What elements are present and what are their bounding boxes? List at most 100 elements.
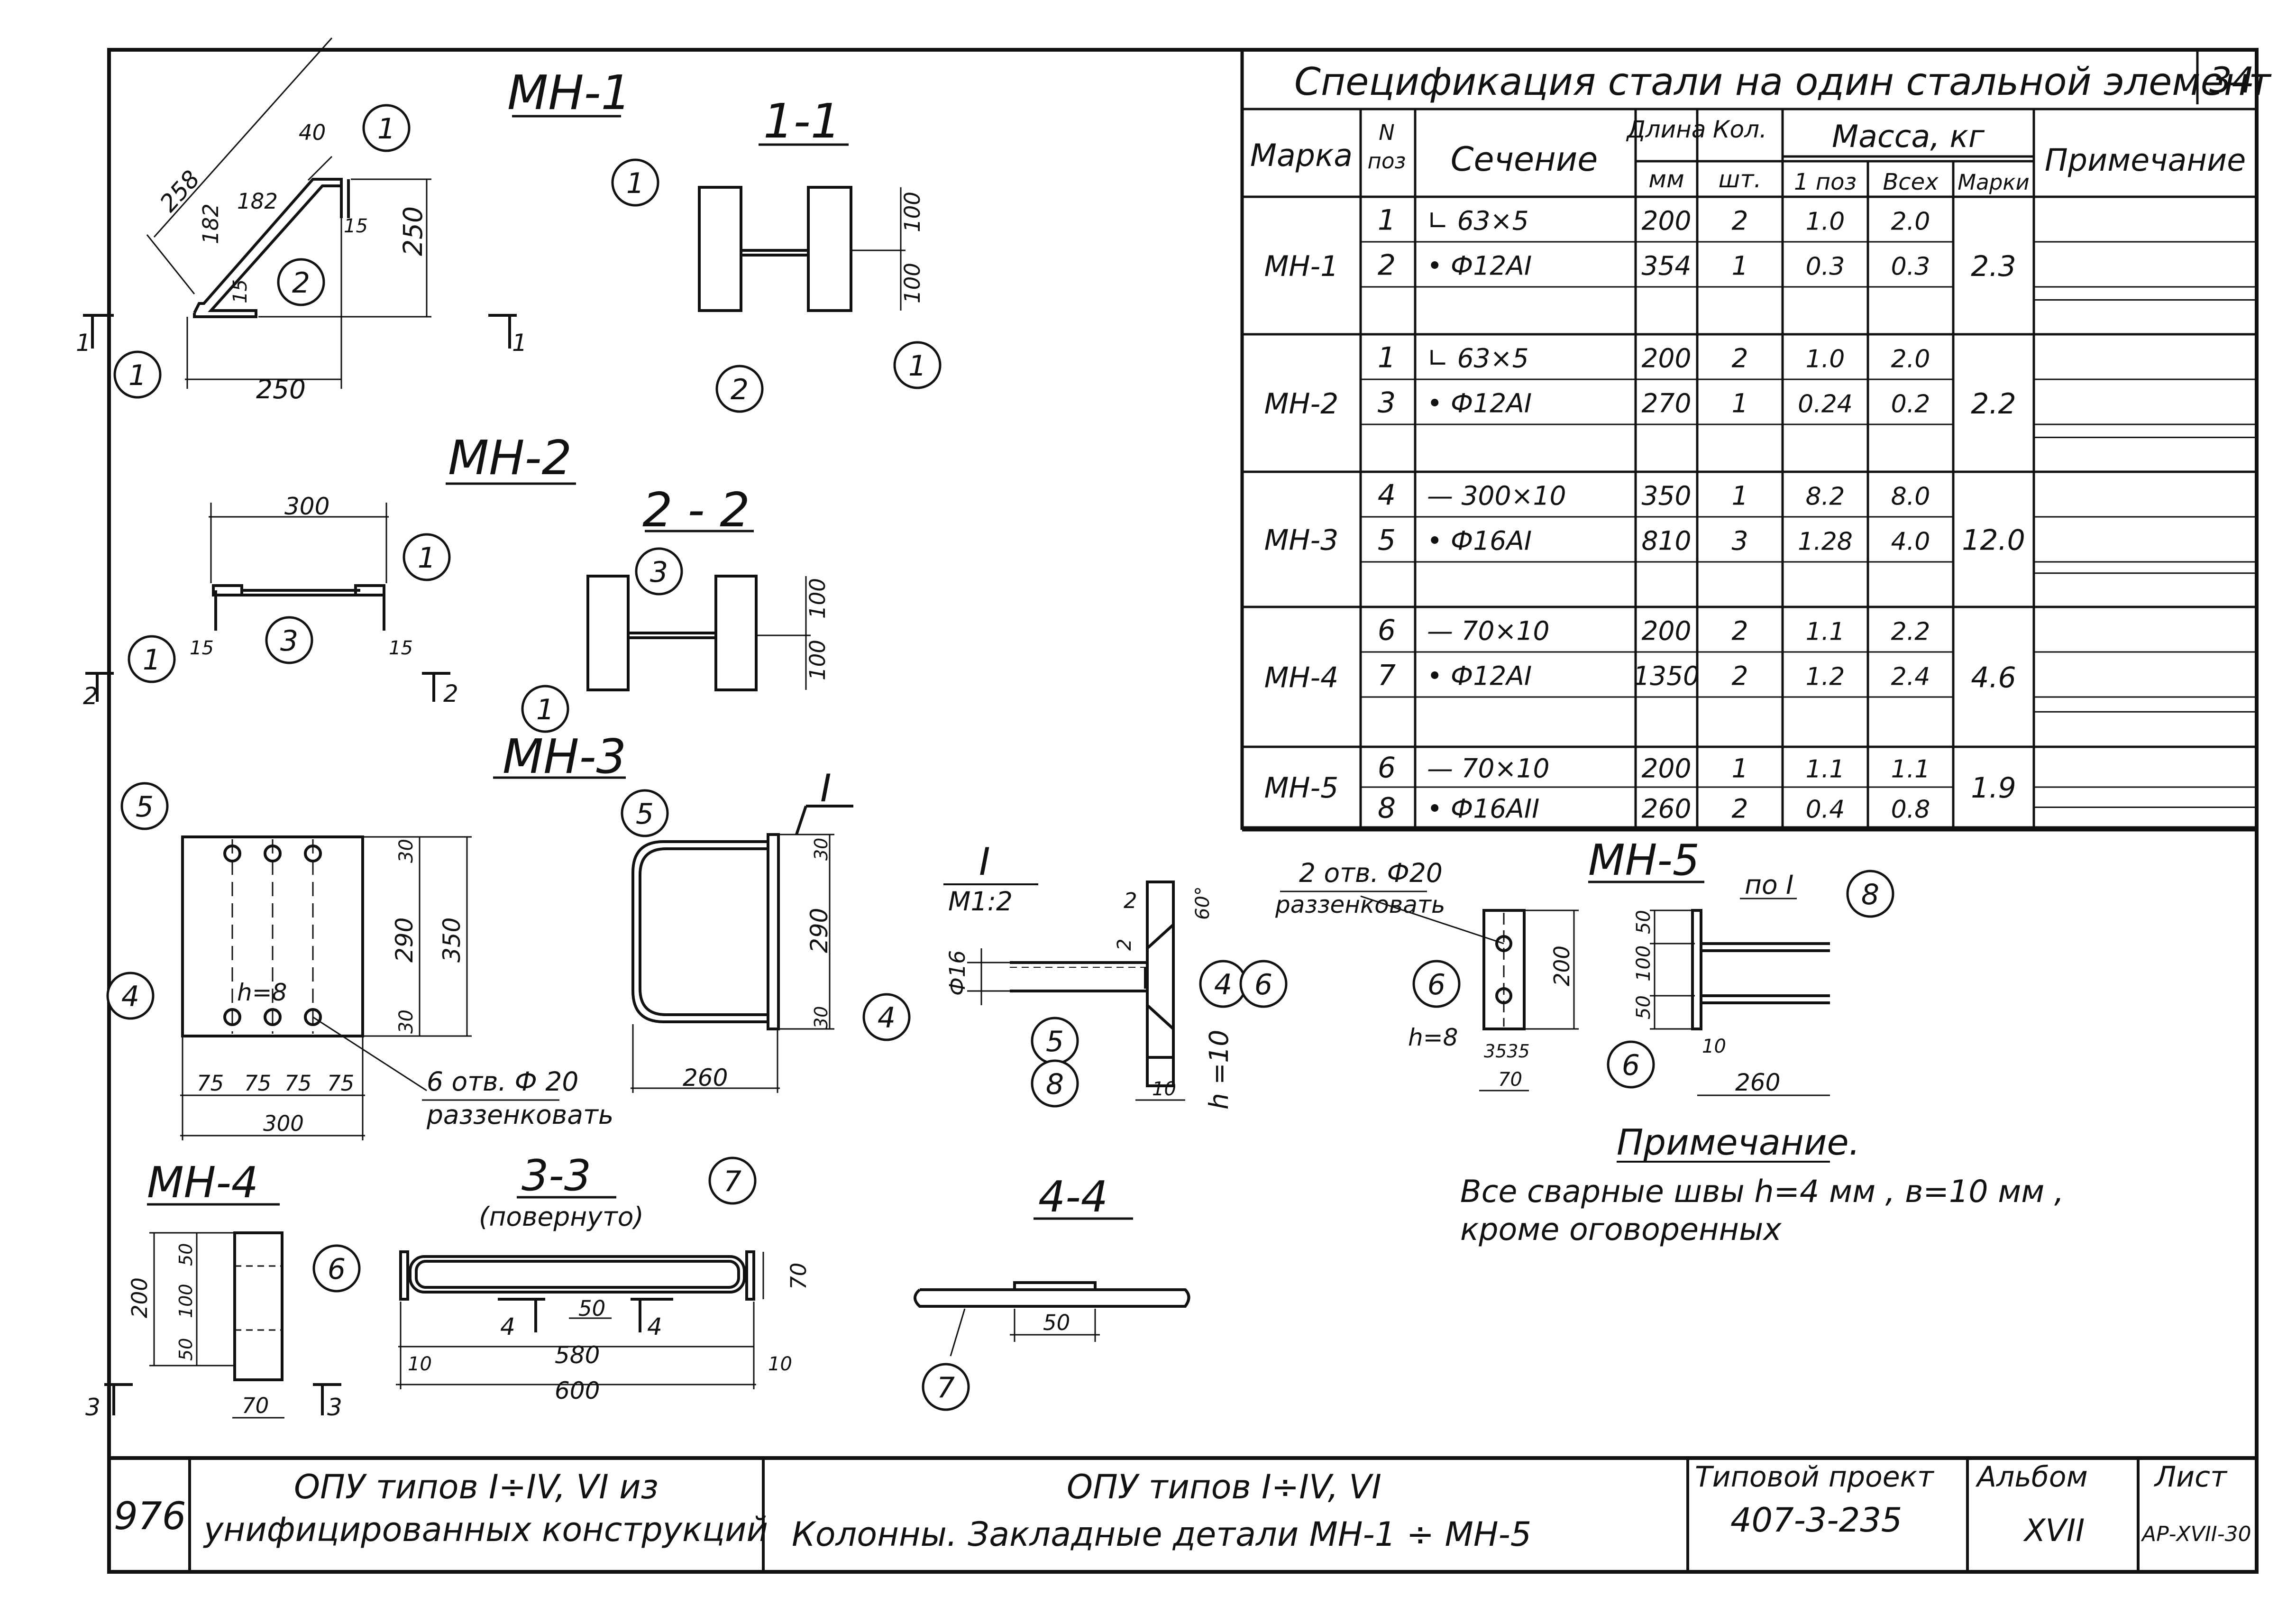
spec-mass-one: 0.3 [1806, 253, 1845, 281]
callout-circle [611, 158, 659, 207]
sheet-number: АР-XVII-30 [2140, 1522, 2251, 1546]
svg-text:М1:2: М1:2 [948, 886, 1013, 917]
svg-text:250: 250 [256, 374, 306, 404]
spec-mass-one: 1.0 [1806, 208, 1845, 236]
svg-text:260: 260 [683, 1064, 728, 1092]
svg-text:290: 290 [391, 918, 418, 963]
svg-text:100: 100 [900, 263, 925, 303]
svg-text:раззенковать: раззенковать [426, 1100, 613, 1130]
note-line-1: Все сварные швы h=4 мм , в=10 мм , [1460, 1174, 2064, 1210]
spec-length: 200 [1642, 753, 1692, 784]
spec-length: 354 [1642, 251, 1692, 281]
callout-number: 6 [1622, 1049, 1640, 1082]
header-pos-top: N [1379, 120, 1395, 145]
svg-text:по I: по I [1745, 870, 1793, 900]
mn3-view [180, 776, 626, 1140]
mn4-labels: МН-4 50 100 50 200 70 3 3 [85, 1158, 342, 1421]
callout-number: 8 [1046, 1068, 1064, 1101]
callout-circle [1412, 960, 1461, 1008]
svg-text:1: 1 [76, 329, 91, 357]
section-1-1-labels: 1-1 100 100 [763, 93, 925, 303]
mn5-labels: МН-5 2 отв. Ф20 раззенковать по I h=8 20… [1275, 835, 1793, 1096]
detail-I-title: I [979, 840, 990, 884]
svg-text:50: 50 [1043, 1310, 1070, 1335]
header-mass-all: Всех [1883, 169, 1939, 195]
spec-length: 810 [1642, 526, 1692, 556]
callout-circle [621, 789, 669, 837]
mn3-side-labels: I 30 290 30 260 [683, 766, 833, 1092]
callout-number: 8 [1861, 878, 1879, 911]
callout-number: 7 [937, 1371, 955, 1404]
header-qty-bottom: шт. [1719, 165, 1762, 193]
section-2-2 [586, 530, 811, 691]
callout-number: 4 [121, 980, 139, 1013]
callout-circle [521, 685, 569, 733]
spec-qty: 2 [1732, 343, 1748, 374]
spec-mark: МН-5 [1264, 771, 1339, 805]
callout-number: 7 [723, 1165, 741, 1198]
spec-qty: 2 [1732, 616, 1748, 646]
callout-circle [120, 782, 169, 830]
callout-number: 1 [377, 112, 395, 146]
spec-length: 1350 [1633, 661, 1700, 691]
spec-mass-one: 0.24 [1798, 390, 1853, 419]
note-title: Примечание. [1617, 1121, 1860, 1163]
callout-circle [312, 1244, 361, 1293]
header-mark: Марка [1250, 138, 1353, 174]
callout-number: 1 [128, 359, 146, 392]
spec-mass-all: 2.2 [1891, 618, 1930, 646]
svg-text:50: 50 [175, 1338, 196, 1361]
svg-text:3: 3 [327, 1394, 342, 1421]
spec-title: Спецификация стали на один стальной элем… [1294, 60, 2272, 104]
svg-text:40: 40 [299, 120, 326, 145]
spec-mass-all: 0.8 [1891, 796, 1930, 824]
callout-circle [708, 1156, 757, 1205]
svg-text:3535: 3535 [1484, 1041, 1530, 1062]
spec-section: ∟ 63×5 [1427, 343, 1529, 374]
svg-text:260: 260 [1735, 1069, 1780, 1096]
callout-number: 3 [650, 556, 668, 589]
spec-pos: 1 [1378, 204, 1396, 237]
mn3-title: МН-3 [503, 729, 626, 784]
mn1-title: МН-1 [507, 65, 631, 120]
svg-text:6 отв. Ф 20: 6 отв. Ф 20 [427, 1066, 578, 1097]
spec-mass-one: 1.1 [1806, 618, 1845, 646]
mn2-labels: МН-2 300 15 15 2 2 [83, 430, 572, 710]
mn5-title: МН-5 [1588, 835, 1700, 885]
svg-text:200: 200 [1549, 945, 1574, 986]
callout-circle [113, 350, 162, 399]
spec-section: — 70×10 [1427, 753, 1550, 784]
spec-mass-one: 1.2 [1806, 663, 1845, 691]
svg-text:15: 15 [389, 637, 413, 659]
specification-table [1240, 50, 2257, 832]
section-2-2-labels: 2 - 2 100 100 [642, 482, 830, 680]
spec-qty: 1 [1732, 753, 1748, 784]
svg-text:50: 50 [1633, 910, 1655, 934]
spec-section: • Ф12АI [1427, 251, 1532, 281]
svg-text:75: 75 [284, 1071, 311, 1096]
section-4-4-labels: 4-4 50 [1038, 1172, 1108, 1335]
svg-text:182: 182 [237, 189, 278, 214]
spec-section: • Ф12АI [1427, 661, 1532, 691]
detail-I-labels: I М1:2 Ф16 2 2 60° 10 h =10 [945, 840, 1234, 1110]
svg-text:60°: 60° [1192, 886, 1214, 920]
project-number: 407-3-235 [1730, 1501, 1902, 1540]
spec-qty: 2 [1732, 794, 1748, 824]
spec-mass-all: 2.4 [1891, 663, 1930, 691]
spec-mass-one: 0.4 [1806, 796, 1845, 824]
mn3-labels: МН-3 h=8 30 290 30 350 75 75 75 75 300 6… [197, 729, 626, 1136]
section-3-3-title: 3-3 [521, 1151, 591, 1201]
svg-text:2: 2 [83, 682, 98, 710]
svg-text:300: 300 [263, 1111, 304, 1136]
title-left-1: ОПУ типов I÷IV, VI из [294, 1468, 659, 1506]
svg-text:15: 15 [344, 215, 368, 237]
svg-text:100: 100 [1633, 945, 1655, 982]
section-4-4 [914, 1217, 1190, 1357]
callout-number: 3 [280, 624, 298, 658]
spec-mass-one: 8.2 [1806, 483, 1845, 511]
spec-mass-all: 0.3 [1891, 253, 1930, 281]
spec-qty: 2 [1732, 206, 1748, 236]
svg-text:30: 30 [395, 839, 417, 863]
spec-section: — 300×10 [1427, 481, 1566, 511]
callout-circle [265, 616, 313, 664]
